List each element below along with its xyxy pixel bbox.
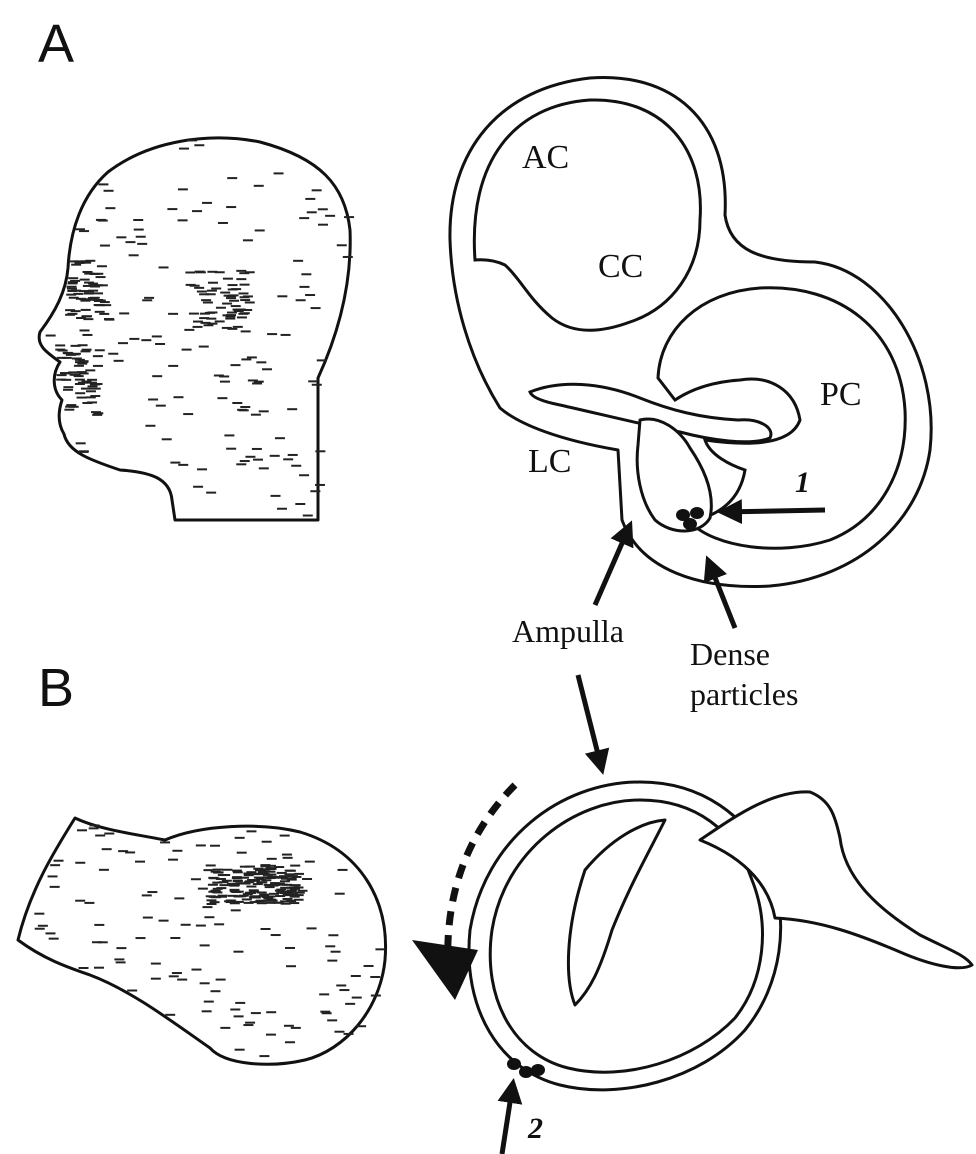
label-posterior-canal: PC [820,376,862,413]
arrow-1 [722,510,825,512]
head-profile-tilted [18,818,386,1064]
arrow-2 [502,1083,513,1154]
label-common-crus: CC [598,248,643,285]
dense-particles-label-line1: Dense [690,636,770,672]
ampulla-pointer-up [595,525,630,605]
posterior-canal-rotated [469,782,972,1090]
arrow-1-number: 1 [795,466,810,499]
rotation-arrowhead [412,940,478,1000]
head-profile-upright [39,138,354,520]
label-anterior-canal: AC [522,139,569,176]
panel-label-a: A [38,14,74,74]
tilted-head-outline [18,818,386,1064]
ampulla-label: Ampulla [512,613,624,649]
dense-particles-label-line2: particles [690,676,798,712]
ampulla-pointer-down [578,675,602,770]
head-outline [39,138,350,520]
arrow-2-number: 2 [527,1112,543,1145]
panel-label-b: B [38,658,74,718]
label-lateral-canal: LC [528,443,571,480]
